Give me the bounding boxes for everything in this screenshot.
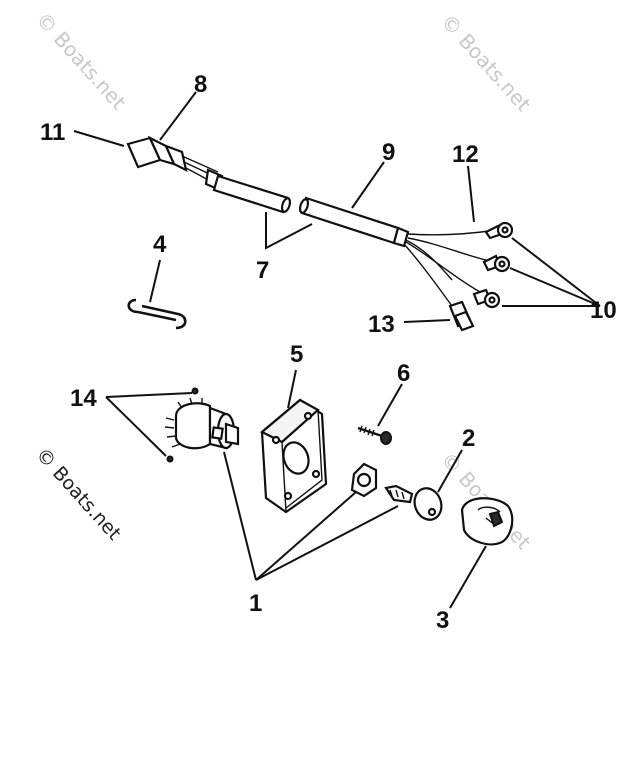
callout-10: 10 xyxy=(590,297,617,324)
callout-13: 13 xyxy=(368,311,395,338)
cable-segment-left xyxy=(212,174,292,214)
watermark-top-left: © Boats.net xyxy=(31,7,131,114)
watermark-top-right: © Boats.net xyxy=(436,9,536,116)
callout-6: 6 xyxy=(397,360,410,387)
callout-4: 4 xyxy=(153,231,167,258)
mounting-screw xyxy=(357,425,392,445)
ring-terminal-middle xyxy=(482,254,511,273)
wire-clip xyxy=(127,298,187,330)
callout-1: 1 xyxy=(249,590,262,617)
ring-terminal-top xyxy=(484,221,514,240)
watermark-mid-left: © Boats.net xyxy=(31,444,125,545)
connector-plug-part xyxy=(126,135,224,192)
callout-14: 14 xyxy=(70,385,97,412)
callout-3: 3 xyxy=(436,607,449,634)
callout-2: 2 xyxy=(462,425,475,452)
callout-12: 12 xyxy=(452,141,479,168)
ignition-switch xyxy=(164,397,240,450)
callout-9: 9 xyxy=(382,139,395,166)
mounting-plate xyxy=(260,398,328,514)
callout-11: 11 xyxy=(40,119,65,146)
callout-8: 8 xyxy=(194,71,207,98)
switch-screw-bottom xyxy=(166,455,174,463)
callout-7: 7 xyxy=(256,257,269,284)
callout-5: 5 xyxy=(290,341,303,368)
cable-segment-right xyxy=(298,196,410,248)
ignition-key xyxy=(384,484,443,521)
ring-terminal-bottom xyxy=(472,288,501,309)
switch-screw-top xyxy=(191,387,199,395)
leader-lines xyxy=(73,91,601,609)
key-cap xyxy=(460,497,514,546)
bullet-terminal xyxy=(448,300,475,332)
hex-nut xyxy=(350,462,378,498)
